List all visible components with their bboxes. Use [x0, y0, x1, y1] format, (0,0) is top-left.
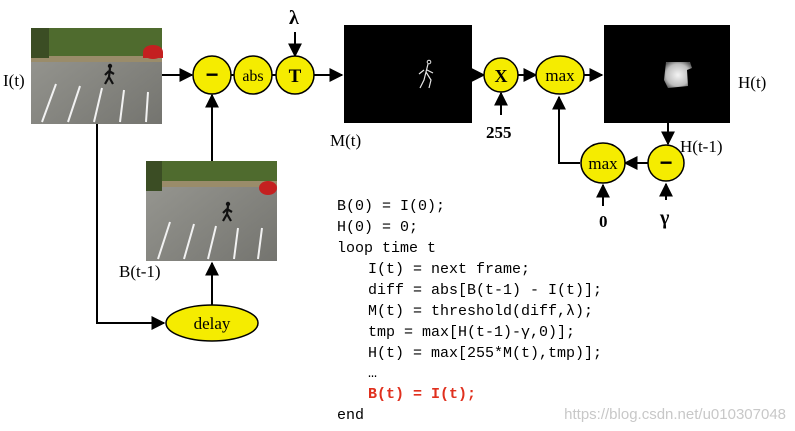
background-frame-icon — [146, 161, 277, 261]
input-frame-icon — [31, 28, 163, 124]
connectors — [96, 32, 675, 330]
multiply-label: X — [495, 66, 508, 86]
threshold-label: T — [289, 66, 302, 87]
lambda-label: λ — [289, 7, 299, 29]
node-subtract-right: − — [647, 144, 685, 182]
input-label: I(t) — [3, 71, 25, 90]
delay-label: delay — [194, 314, 231, 333]
history-prev-label: H(t-1) — [680, 137, 722, 156]
code-line: loop time t — [337, 240, 436, 257]
constant-255-label: 255 — [486, 123, 512, 142]
node-subtract: − — [192, 55, 232, 95]
subtract-right-symbol: − — [660, 150, 673, 175]
motion-image-icon — [344, 25, 472, 123]
max-bottom-label: max — [588, 154, 618, 173]
watermark: https://blog.csdn.net/u010307048 — [564, 406, 786, 423]
abs-label: abs — [242, 68, 263, 85]
node-abs: abs — [233, 55, 273, 95]
constant-0-label: 0 — [599, 212, 608, 231]
code-line: H(0) = 0; — [337, 219, 418, 236]
node-max-top: max — [535, 55, 585, 95]
node-max-bottom: max — [580, 142, 626, 184]
code-line: diff = abs[B(t-1) - I(t)]; — [368, 282, 602, 299]
node-delay: delay — [165, 304, 259, 342]
subtract-symbol: − — [206, 62, 219, 87]
code-line: H(t) = max[255*M(t),tmp)]; — [368, 345, 602, 362]
history-image-icon — [604, 25, 730, 123]
motion-label: M(t) — [330, 131, 361, 150]
background-label: B(t-1) — [119, 262, 161, 281]
history-label: H(t) — [738, 73, 766, 92]
gamma-label: γ — [659, 207, 670, 229]
max-top-label: max — [545, 66, 575, 85]
code-line: M(t) = threshold(diff,λ); — [368, 303, 593, 320]
code-line: B(0) = I(0); — [337, 198, 445, 215]
node-multiply: X — [483, 57, 519, 93]
code-line: … — [368, 365, 377, 382]
pseudocode: B(0) = I(0); H(0) = 0; loop time t I(t) … — [337, 198, 602, 424]
node-threshold: T — [275, 55, 315, 95]
code-line: I(t) = next frame; — [368, 261, 530, 278]
code-line: end — [337, 407, 364, 424]
code-line-highlight: B(t) = I(t); — [368, 386, 476, 403]
code-line: tmp = max[H(t-1)-γ,0)]; — [368, 324, 575, 341]
